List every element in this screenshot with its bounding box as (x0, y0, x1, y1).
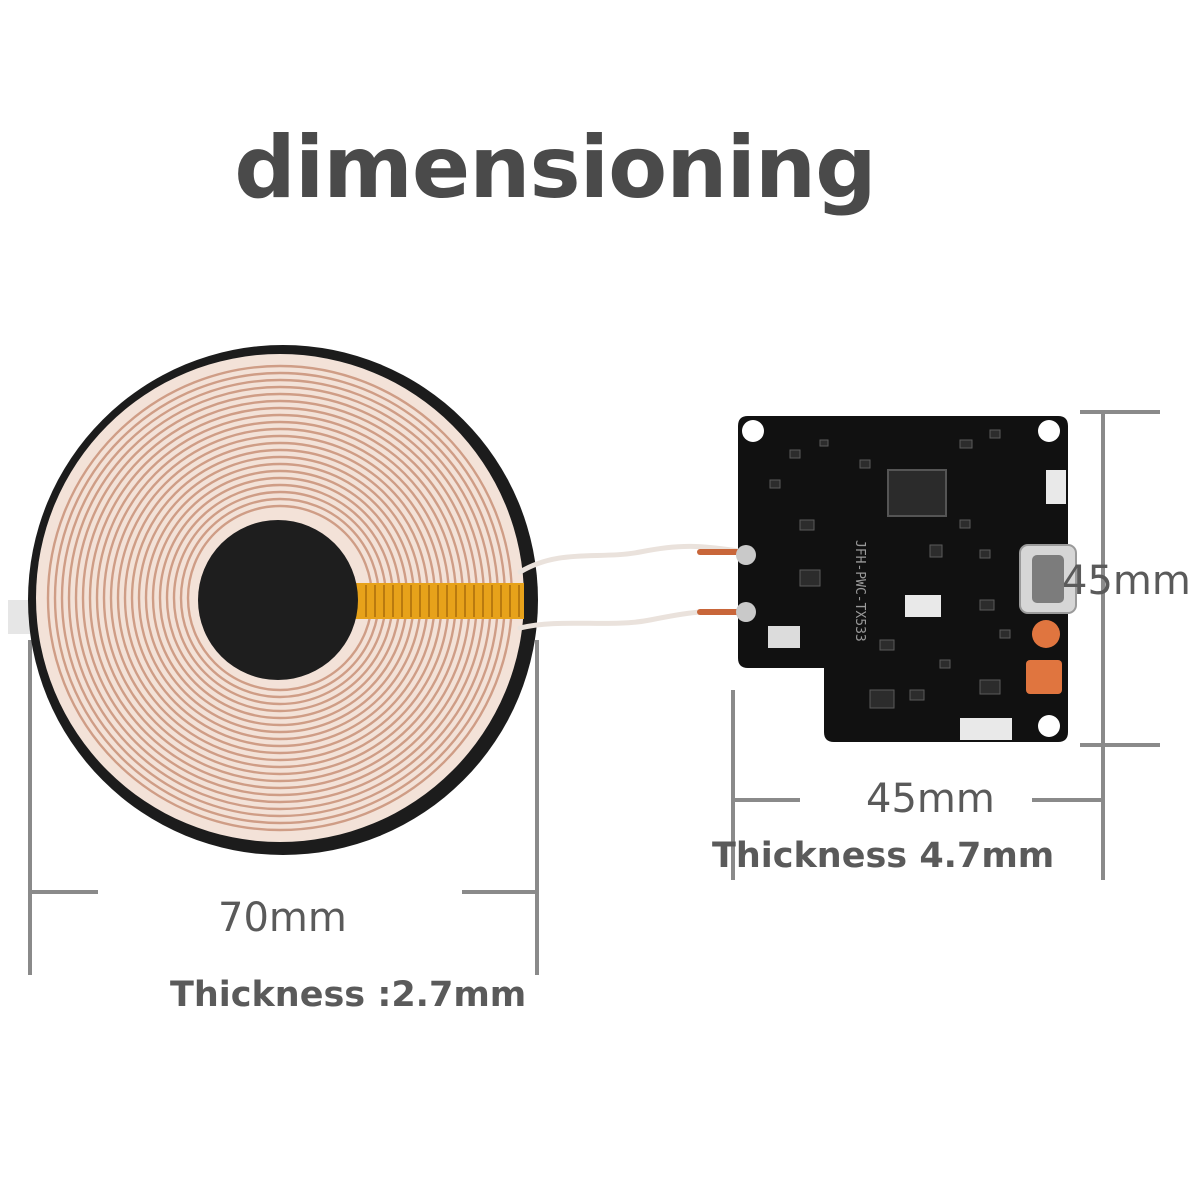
pcb-silkscreen-text: JFH-PWC-TX533 (852, 540, 867, 642)
board-width-label: 45mm (866, 776, 995, 822)
mounting-hole-top-left (742, 420, 764, 442)
smd-part (999, 629, 1011, 639)
pcb-board (738, 416, 1068, 742)
smd-part (979, 599, 995, 611)
lead-wire-top (517, 543, 748, 575)
coil-leads (517, 543, 748, 631)
smd-part (769, 479, 781, 489)
orange-pad-square (1026, 660, 1062, 694)
dimension-lines (28, 410, 1160, 975)
side-pads (1046, 470, 1066, 504)
capacitor-block (768, 626, 800, 648)
smd-part (959, 439, 973, 449)
page-title: dimensioning (234, 118, 876, 218)
smd-part (989, 429, 1001, 439)
charger-pcb: JFH-PWC-TX533 (736, 416, 1077, 742)
smd-part (979, 549, 991, 559)
smd-part (929, 544, 943, 558)
solder-pad-bottom (736, 602, 756, 622)
coil-tab (8, 600, 30, 634)
inductor (905, 595, 941, 617)
mounting-hole-top-right (1038, 420, 1060, 442)
smd-part (859, 459, 871, 469)
solder-pad-top (736, 545, 756, 565)
coil-thickness-label: Thickness :2.7mm (170, 975, 527, 1015)
smd-part (909, 689, 925, 701)
orange-pad-round (1032, 620, 1060, 648)
smd-part (799, 569, 821, 587)
coil-center-core (198, 520, 358, 680)
wireless-charging-coil (8, 345, 538, 855)
smd-part (789, 449, 801, 459)
smd-part (959, 519, 971, 529)
connector-header (960, 718, 1012, 740)
smd-part (819, 439, 829, 447)
usb-c-port-opening (1032, 555, 1064, 603)
smd-part (869, 689, 895, 709)
controller-ic (887, 469, 947, 517)
smd-part (979, 679, 1001, 695)
smd-part (879, 639, 895, 651)
smd-part (939, 659, 951, 669)
board-height-label: 45mm (1062, 558, 1191, 604)
board-thickness-label: Thickness 4.7mm (712, 836, 1055, 876)
smd-components (769, 429, 1011, 709)
coil-width-label: 70mm (218, 895, 347, 941)
mounting-hole-bottom-right (1038, 715, 1060, 737)
flex-strip-ribs (365, 585, 520, 617)
smd-part (799, 519, 815, 531)
